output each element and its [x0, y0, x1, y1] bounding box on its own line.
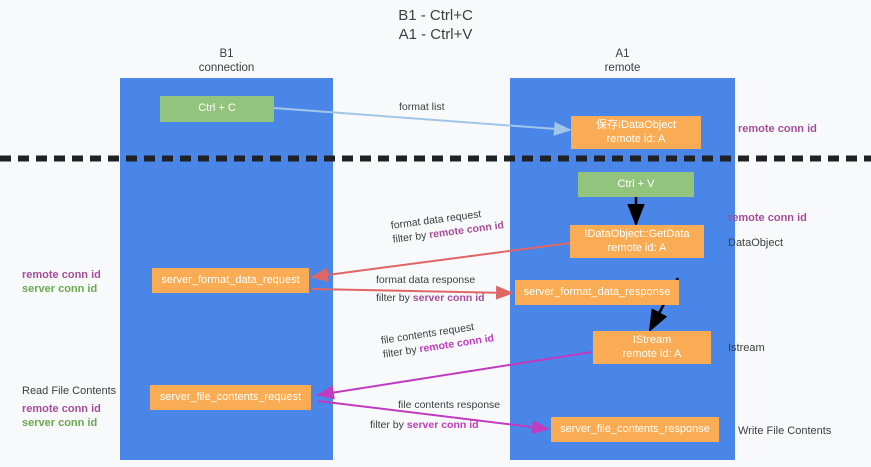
column-a1-role: remote — [604, 62, 641, 74]
edge-label-format-list-text: format list — [399, 101, 445, 113]
node-server-format-data-response[interactable]: server_format_data_response — [515, 280, 679, 305]
node-server-file-contents-response[interactable]: server_file_contents_response — [551, 417, 719, 442]
node-ctrl-v[interactable]: Ctrl + V — [578, 172, 694, 197]
node-ctrl-v-label: Ctrl + V — [617, 177, 655, 190]
column-b1-role: connection — [198, 62, 255, 74]
edge-label-file-contents-response: file contents response filter by server … — [370, 398, 500, 432]
node-server-format-data-request-label: server_format_data_request — [161, 273, 300, 286]
edge-label-format-data-response-line1: format data response — [376, 274, 476, 286]
annotation-right-dataobject-text: DataObject — [728, 237, 784, 249]
annotation-left-remote-conn-id-bottom-text: remote conn id — [22, 403, 101, 415]
node-istream[interactable]: IStream remote id: A — [593, 331, 711, 364]
edge-label-format-data-response-key: server conn id — [412, 292, 485, 304]
node-server-file-contents-request[interactable]: server_file_contents_request — [150, 385, 311, 410]
node-istream-title: IStream — [632, 334, 672, 346]
node-save-idataobject-title: 保存IDataObject — [595, 119, 677, 131]
edge-label-file-contents-response-key: server conn id — [406, 419, 479, 431]
edge-label-format-data-response-filter: filter by — [376, 292, 413, 304]
annotation-right-dataobject: DataObject — [728, 236, 783, 250]
annotation-right-istream: Istream — [728, 341, 765, 355]
annotation-left-read-file-contents: Read File Contents — [22, 384, 116, 398]
node-save-idataobject[interactable]: 保存IDataObject remote id: A — [571, 116, 701, 149]
column-b1-name: B1 — [219, 48, 234, 60]
edge-label-format-data-response: format data response filter by server co… — [376, 273, 485, 305]
diagram-title: B1 - Ctrl+C A1 - Ctrl+V — [0, 6, 871, 44]
annotation-right-istream-text: Istream — [728, 342, 765, 354]
arrow-file-contents-request — [316, 351, 593, 400]
node-server-file-contents-response-label: server_file_contents_response — [560, 422, 710, 435]
column-header-b1: B1 connection — [120, 47, 333, 75]
edge-label-format-list: format list — [399, 100, 445, 114]
node-ctrl-c[interactable]: Ctrl + C — [160, 96, 274, 122]
title-line-1: B1 - Ctrl+C — [398, 7, 473, 24]
edge-label-file-contents-response-line1: file contents response — [398, 399, 501, 411]
arrow-file-contents-response — [317, 400, 550, 435]
node-save-idataobject-subtitle: remote id: A — [606, 132, 666, 145]
node-idataobject-getdata-title: IDataObject::GetData — [584, 228, 690, 240]
node-server-format-data-response-label: server_format_data_response — [523, 285, 671, 298]
annotation-left-server-conn-id-mid-text: server conn id — [22, 283, 98, 295]
annotation-left-read-file-contents-text: Read File Contents — [22, 385, 117, 397]
column-header-a1: A1 remote — [510, 47, 735, 75]
node-istream-subtitle: remote id: A — [622, 347, 682, 360]
annotation-left-server-conn-id-bottom-text: server conn id — [22, 417, 98, 429]
arrow-format-data-request — [310, 242, 571, 282]
annotation-right-write-file-contents: Write File Contents — [738, 424, 831, 438]
arrow-format-data-response — [311, 285, 514, 300]
annotation-right-remote-conn-id-mid-text: remote conn id — [728, 212, 807, 224]
node-idataobject-getdata[interactable]: IDataObject::GetData remote id: A — [570, 225, 704, 258]
annotation-left-conn-ids-bottom: remote conn id server conn id — [22, 402, 101, 430]
node-idataobject-getdata-subtitle: remote id: A — [607, 241, 667, 254]
annotation-left-conn-ids-mid: remote conn id server conn id — [22, 268, 101, 296]
node-server-format-data-request[interactable]: server_format_data_request — [152, 268, 309, 293]
annotation-right-write-file-contents-text: Write File Contents — [738, 425, 832, 437]
annotation-right-remote-conn-id-mid: remote conn id — [728, 211, 807, 225]
node-ctrl-c-label: Ctrl + C — [198, 102, 236, 115]
column-a1-name: A1 — [615, 48, 630, 60]
annotation-left-remote-conn-id-mid-text: remote conn id — [22, 269, 101, 281]
arrow-format-list — [273, 107, 572, 136]
title-line-2: A1 - Ctrl+V — [398, 26, 473, 43]
annotation-right-remote-conn-id-top: remote conn id — [738, 122, 817, 136]
node-server-file-contents-request-label: server_file_contents_request — [159, 390, 302, 403]
edge-label-file-contents-response-filter: filter by — [370, 419, 407, 431]
annotation-right-remote-conn-id-top-text: remote conn id — [738, 123, 817, 135]
section-divider — [0, 155, 871, 162]
